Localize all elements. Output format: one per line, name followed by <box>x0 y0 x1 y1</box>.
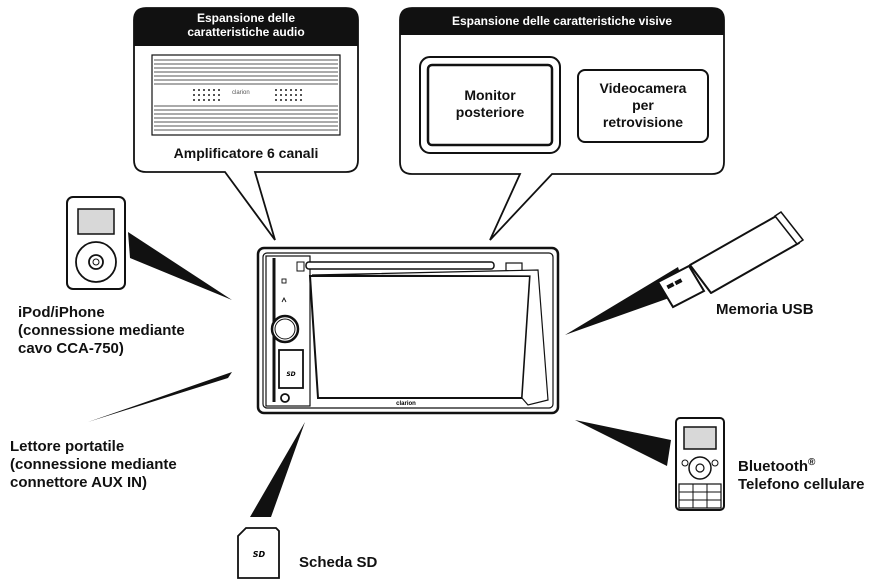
registered-mark: ® <box>807 457 816 468</box>
ipod-image <box>66 196 126 290</box>
rear-monitor-label: Monitor posteriore <box>455 87 525 120</box>
phone-wedge <box>575 420 671 466</box>
mobile-phone-label: Telefono cellulare <box>738 476 865 493</box>
amplifier-6ch-image <box>151 54 341 136</box>
mobile-phone-image <box>675 417 725 511</box>
bluetooth-label: Bluetooth <box>738 458 808 475</box>
sd-card-label: Scheda SD <box>299 554 378 571</box>
svg-text:SD: SD <box>253 550 266 559</box>
connection-wedges <box>88 232 686 517</box>
usb-memory-label: Memoria USB <box>716 301 814 318</box>
rear-camera-label: Videocamera per retrovisione <box>599 80 687 130</box>
audio-bubble-header: Espansione delle caratteristiche audio <box>187 11 305 39</box>
sd-wedge <box>250 422 305 517</box>
sd-card-image: SD <box>237 527 280 579</box>
usb-wedge <box>565 267 686 335</box>
amplifier-brand: clarion <box>232 90 250 96</box>
ipod-label: iPod/iPhone (connessione mediante cavo C… <box>18 304 185 357</box>
svg-text:SD: SD <box>286 371 295 378</box>
rear-camera-box <box>577 69 709 143</box>
bluetooth-phone-label: Bluetooth® Telefono cellulare <box>738 458 864 494</box>
visual-bubble-header: Espansione delle caratteristiche visive <box>451 14 673 28</box>
rear-monitor-image <box>419 56 561 154</box>
head-unit-brand: clarion <box>396 401 416 407</box>
portable-player-label: Lettore portatile (connessione mediante … <box>10 438 177 491</box>
head-unit-image: SD clarion <box>256 246 560 415</box>
usb-stick-image <box>656 210 805 309</box>
ipod-wedge <box>128 232 232 300</box>
amplifier-caption: Amplificatore 6 canali <box>173 145 319 161</box>
portable-wedge <box>88 372 232 422</box>
